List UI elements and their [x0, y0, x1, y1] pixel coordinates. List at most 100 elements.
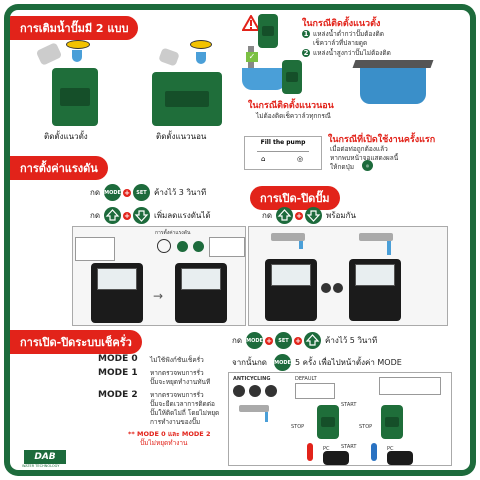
- vertical-case-item1: แหล่งน้ำต่ำกว่าปั๊มต้องติด: [313, 30, 384, 38]
- mode0-label: MODE 0: [98, 354, 138, 364]
- cycle-start-label: START: [341, 402, 357, 408]
- first-use-line2: หากพบหน้าจอแสดงผลนี้: [330, 154, 399, 162]
- water-flow-icon: [387, 241, 391, 255]
- vertical-install-caption: ติดตั้งแนวตั้ง: [44, 132, 88, 141]
- mode1-label: MODE 1: [98, 368, 138, 378]
- settings-screen-thumb: [75, 237, 115, 261]
- plus-icon: +: [123, 189, 131, 197]
- mode-button-small[interactable]: [177, 241, 188, 252]
- down-arrow-button[interactable]: [133, 207, 150, 224]
- down-arrow-icon: [306, 210, 321, 222]
- mode2-label: MODE 2: [98, 390, 138, 400]
- setpoint-screen-thumb: [209, 237, 245, 257]
- set-button-small[interactable]: [193, 241, 204, 252]
- controller-screen: [271, 264, 311, 286]
- cycle-hold-label: ค้างไว้ 5 วินาที: [325, 336, 378, 345]
- item-number-1: 1: [302, 30, 310, 38]
- first-use-title: ในกรณีที่เปิดใช้งานครั้งแรก: [328, 135, 436, 145]
- button-icon: [233, 385, 245, 397]
- pc-label-2: PC: [387, 446, 394, 452]
- controller-display-on: [349, 259, 401, 321]
- screen-divider: [257, 151, 309, 152]
- up-arrow-icon: [105, 209, 120, 221]
- arrow-button-icon: [321, 283, 331, 293]
- pc-label: PC: [323, 446, 330, 452]
- pressure-section-title: การตั้งค่าแรงดัน: [10, 156, 108, 180]
- up-arrow-button-2[interactable]: [276, 207, 293, 224]
- horizontal-case-text: ไม่ต้องติดเช็ควาล์วทุกกรณี: [256, 112, 331, 120]
- water-tank-high: [360, 64, 426, 104]
- dab-tagline: WATER TECHNOLOGY: [22, 464, 60, 468]
- timer-icon: [157, 239, 171, 253]
- thermometer-icon: [307, 443, 313, 461]
- controller-screen: [181, 268, 221, 290]
- mode-screen-thumb-2: [379, 377, 441, 395]
- thermometer-icon: [371, 443, 377, 461]
- cycle-times-label: 5 ครั้ง เพื่อไปหน้าตั้งค่า MODE: [295, 358, 402, 367]
- first-use-line1: เมื่อต่อท่อถูกต้องแล้ว: [330, 145, 388, 153]
- onoff-diagram-panel: [248, 226, 448, 326]
- horizontal-install-caption: ติดตั้งแนวนอน: [156, 132, 207, 141]
- mode-note-2: ปั๊มไม่หยุดทำงาน: [140, 439, 188, 447]
- cycle-section-title: การเปิด-ปิดระบบเช็ครั่ว: [10, 330, 142, 354]
- faucet-icon: [239, 405, 269, 412]
- water-drop-icon: [196, 52, 206, 64]
- vertical-case-item2: แหล่งน้ำสูงกว่าปั๊มไม่ต้องติด: [313, 49, 391, 57]
- cycle-press-label: กด: [232, 336, 243, 345]
- mode-button-3[interactable]: MODE: [274, 354, 291, 371]
- pressure-press-label-2: กด: [90, 211, 101, 220]
- onoff-press-label: กด: [262, 211, 273, 220]
- up-arrow-button[interactable]: [104, 207, 121, 224]
- item-number-2: 2: [302, 49, 310, 57]
- set-button-2[interactable]: SET: [275, 332, 292, 349]
- water-tank-low: [242, 68, 286, 90]
- fill-pump-screen-title: Fill the pump: [260, 139, 306, 146]
- cycle-stop-label-2: STOP: [359, 424, 373, 430]
- mode1-text2: ปั๊มจะหยุดทำงานทันที: [150, 378, 211, 386]
- controller-display-2: [175, 263, 227, 323]
- pressure-press-label: กด: [90, 188, 101, 197]
- onoff-ready-label: พร้อมกัน: [326, 211, 356, 220]
- vertical-case-item1b: เช็ควาล์วที่ปลายดูด: [313, 39, 368, 47]
- vertical-pump-small-2: [282, 60, 302, 94]
- mode-screen-thumb: [295, 383, 335, 399]
- warning-icon: [242, 15, 260, 31]
- manual-page: การเติมน้ำปั๊มมี 2 แบบ ติดตั้งแนวตั้ง ติ…: [10, 10, 470, 470]
- pump-icon: [381, 405, 403, 439]
- cycle-start-label-2: START: [341, 444, 357, 450]
- vertical-pump-small: [258, 14, 278, 48]
- pressure-hold-label: ค้างไว้ 3 วินาที: [154, 188, 207, 197]
- mode-button-2[interactable]: MODE: [246, 332, 263, 349]
- faucet-icon: [359, 233, 393, 241]
- vertical-case-title: ในกรณีติดตั้งแนวตั้ง: [302, 19, 381, 29]
- fill-section-title: การเติมน้ำปั๊มมี 2 แบบ: [10, 16, 139, 40]
- mode-button[interactable]: MODE: [104, 184, 121, 201]
- pressure-diagram-panel: การตั้งค่าแรงดัน →: [72, 226, 246, 326]
- wrench-icon: [158, 47, 180, 67]
- controller-display-small: [323, 451, 349, 465]
- controller-screen: [355, 264, 395, 286]
- down-arrow-button-2[interactable]: [305, 207, 322, 224]
- controller-display-1: [91, 263, 143, 323]
- mode-note: ** MODE 0 และ MODE 2: [128, 430, 211, 438]
- mode2-text1: หากตรวจพบการรั่ว: [150, 391, 204, 399]
- up-arrow-icon: [277, 209, 292, 221]
- up-arrow-button-3[interactable]: [304, 332, 321, 349]
- set-button[interactable]: SET: [133, 184, 150, 201]
- faucet-icon: [271, 233, 305, 241]
- horizontal-case-title: ในกรณีติดตั้งแนวนอน: [248, 101, 334, 111]
- plus-icon: +: [295, 212, 303, 220]
- ok-button-icon[interactable]: ◎: [362, 160, 373, 171]
- plus-icon: +: [123, 212, 131, 220]
- pump-icon: ⌂: [261, 155, 266, 163]
- down-arrow-icon: [134, 210, 149, 222]
- check-valve-ok-icon: ✓: [246, 52, 258, 62]
- fill-cap-icon: [190, 40, 212, 49]
- mode2-text2: ปั๊มจะยืดเวลาการติดต่อ: [150, 400, 215, 408]
- plus-icon: +: [265, 337, 273, 345]
- controller-screen: [97, 268, 137, 290]
- mode1-text1: หากตรวจพบการรั่ว: [150, 369, 204, 377]
- pump-icon: [317, 405, 339, 439]
- water-drop-icon: [72, 50, 82, 62]
- dab-logo: DAB: [24, 450, 66, 464]
